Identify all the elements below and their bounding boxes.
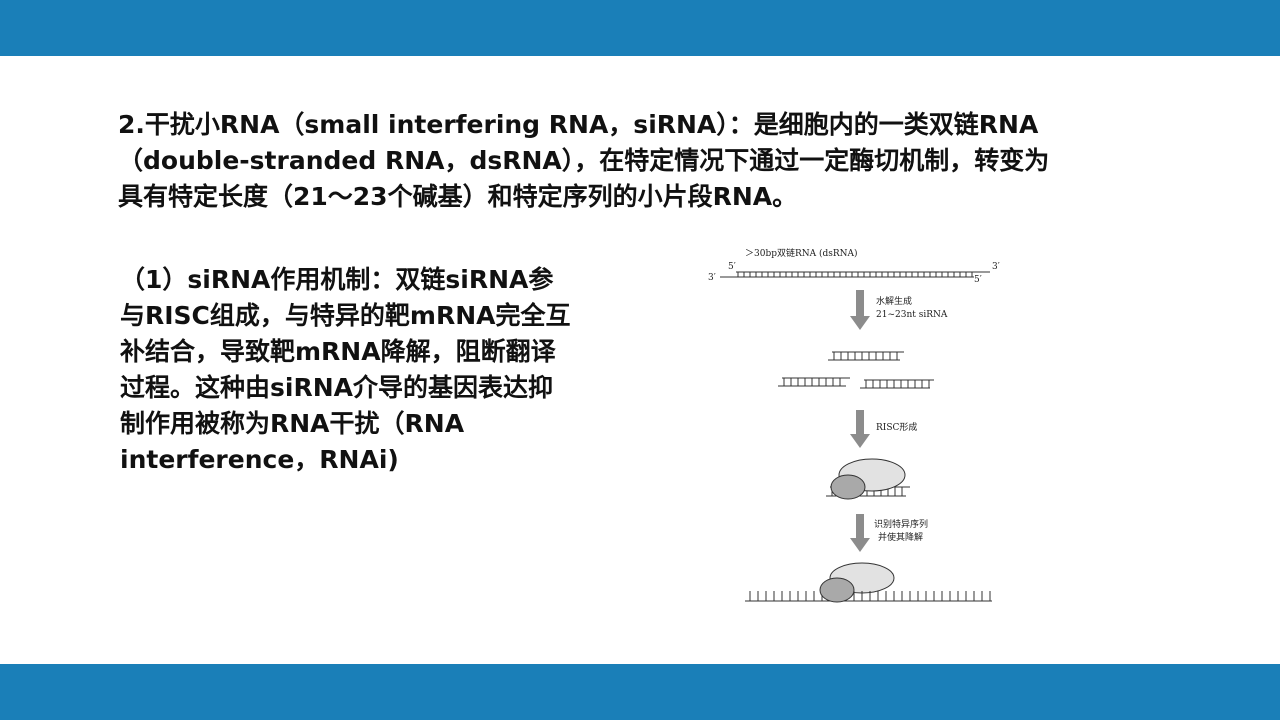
heading-line-2: （double-stranded RNA，dsRNA），在特定情况下通过一定酶切…: [118, 146, 1050, 175]
risc-protein-small: [830, 474, 866, 500]
sirna-fragments: [778, 351, 934, 389]
mechanism-paragraph: （1）siRNA作用机制：双链siRNA参 与RISC组成，与特异的靶mRNA完…: [120, 262, 610, 478]
rnai-diagram-svg: ＞30bp双链RNA (dsRNA) 5′ 3′ 3′ 5′ 水解生成 21~2…: [708, 247, 1000, 603]
risc-target-small: [819, 577, 855, 603]
step3-label-1: 识别特异序列: [874, 518, 928, 530]
rnai-diagram: ＞30bp双链RNA (dsRNA) 5′ 3′ 3′ 5′ 水解生成 21~2…: [700, 240, 1010, 610]
bottom-banner: [0, 664, 1280, 720]
step1-label-1: 水解生成: [876, 295, 912, 307]
end-3-top: 3′: [992, 262, 1000, 272]
long-dsrna: [720, 271, 990, 278]
body-line-6: interference，RNAi): [120, 445, 399, 474]
arrow-risc: [850, 410, 870, 448]
body-line-3: 补结合，导致靶mRNA降解，阻断翻译: [120, 337, 556, 366]
end-5-bottom: 5′: [974, 275, 982, 285]
heading-line-3: 具有特定长度（21～23个碱基）和特定序列的小片段RNA。: [118, 182, 798, 211]
end-5-top: 5′: [728, 262, 736, 272]
heading-line-1: 2.干扰小RNA（small interfering RNA，siRNA）：是细…: [118, 110, 1039, 139]
body-line-4: 过程。这种由siRNA介导的基因表达抑: [120, 373, 553, 402]
arrow-degradation: [850, 514, 870, 552]
body-line-1: （1）siRNA作用机制：双链siRNA参: [120, 265, 554, 294]
end-3-bottom: 3′: [708, 273, 716, 283]
slide-heading: 2.干扰小RNA（small interfering RNA，siRNA）：是细…: [118, 107, 1118, 215]
dsrna-label: ＞30bp双链RNA (dsRNA): [745, 247, 858, 259]
top-banner: [0, 0, 1280, 56]
step2-label: RISC形成: [876, 421, 917, 433]
step3-label-2: 并使其降解: [878, 531, 923, 543]
arrow-hydrolysis: [850, 290, 870, 330]
body-line-2: 与RISC组成，与特异的靶mRNA完全互: [120, 301, 571, 330]
body-line-5: 制作用被称为RNA干扰（RNA: [120, 409, 465, 438]
step1-label-2: 21~23nt siRNA: [876, 310, 948, 320]
